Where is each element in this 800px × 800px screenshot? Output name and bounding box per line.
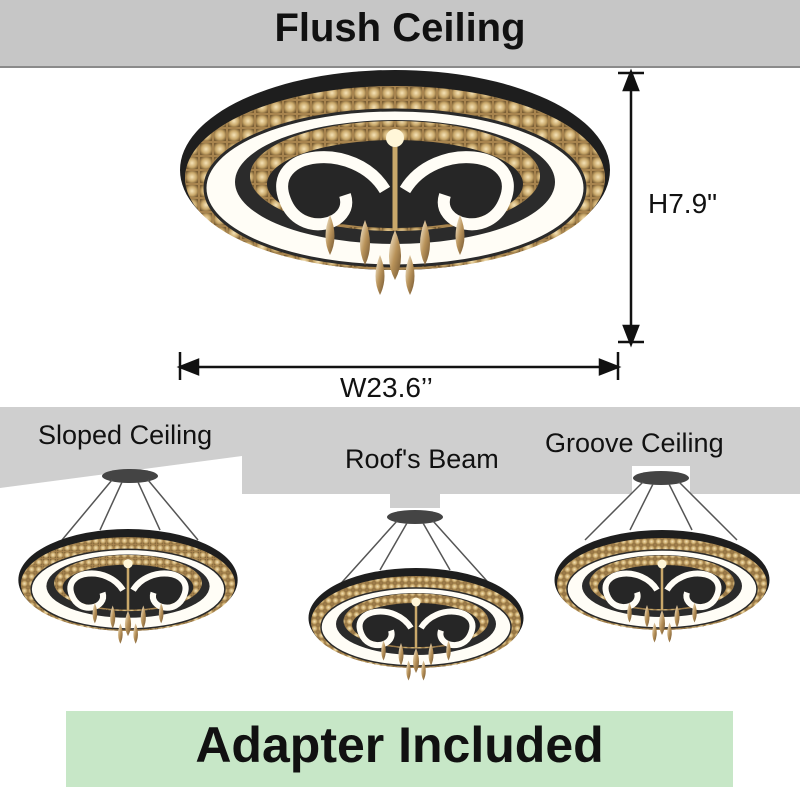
groove-ceiling-lamp [555, 471, 770, 643]
height-dimension-arrow [618, 68, 644, 348]
ceiling-profile [0, 407, 800, 508]
sloped-ceiling-label: Sloped Ceiling [38, 420, 213, 450]
beam-mounted-lamp [309, 510, 524, 681]
sloped-ceiling-lamp [18, 469, 237, 644]
height-label: H7.9" [648, 188, 718, 219]
adapter-label: Adapter Included [195, 717, 604, 773]
page-title: Flush Ceiling [274, 6, 526, 50]
title-band [0, 0, 800, 68]
width-dimension-arrow [176, 352, 622, 380]
roof-beam-label: Roof's Beam [345, 444, 499, 474]
main-flush-lamp [180, 70, 610, 295]
groove-ceiling-label: Groove Ceiling [545, 428, 724, 458]
adapter-banner [66, 711, 733, 787]
width-label: W23.6’’ [340, 372, 433, 403]
